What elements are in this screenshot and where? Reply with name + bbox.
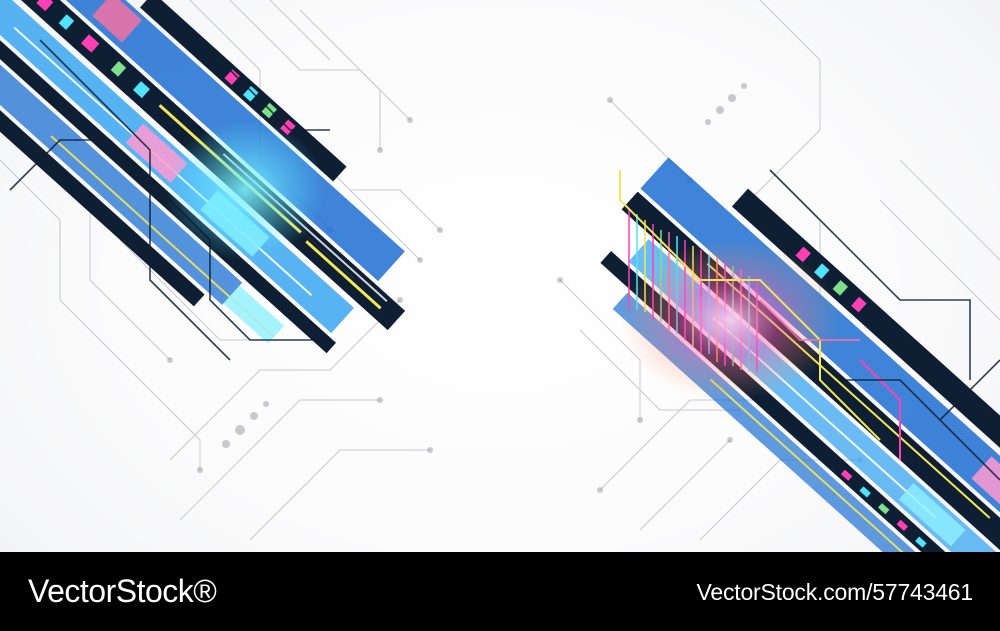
left-glow bbox=[165, 120, 325, 260]
right-glow bbox=[620, 240, 840, 400]
circuit-nodes-left bbox=[167, 117, 443, 473]
right-neon-lines bbox=[619, 170, 901, 460]
abstract-tech-artwork bbox=[0, 0, 1000, 552]
right-dark-lines bbox=[769, 169, 1000, 481]
watermark-footer: VectorStock® VectorStock.com/57743461 bbox=[0, 552, 1000, 631]
image-url-text: VectorStock.com/57743461 bbox=[696, 579, 974, 605]
vectorstock-logo: VectorStock® bbox=[28, 573, 217, 609]
circuit-illustration bbox=[0, 0, 1000, 552]
left-dark-lines bbox=[9, 19, 330, 361]
